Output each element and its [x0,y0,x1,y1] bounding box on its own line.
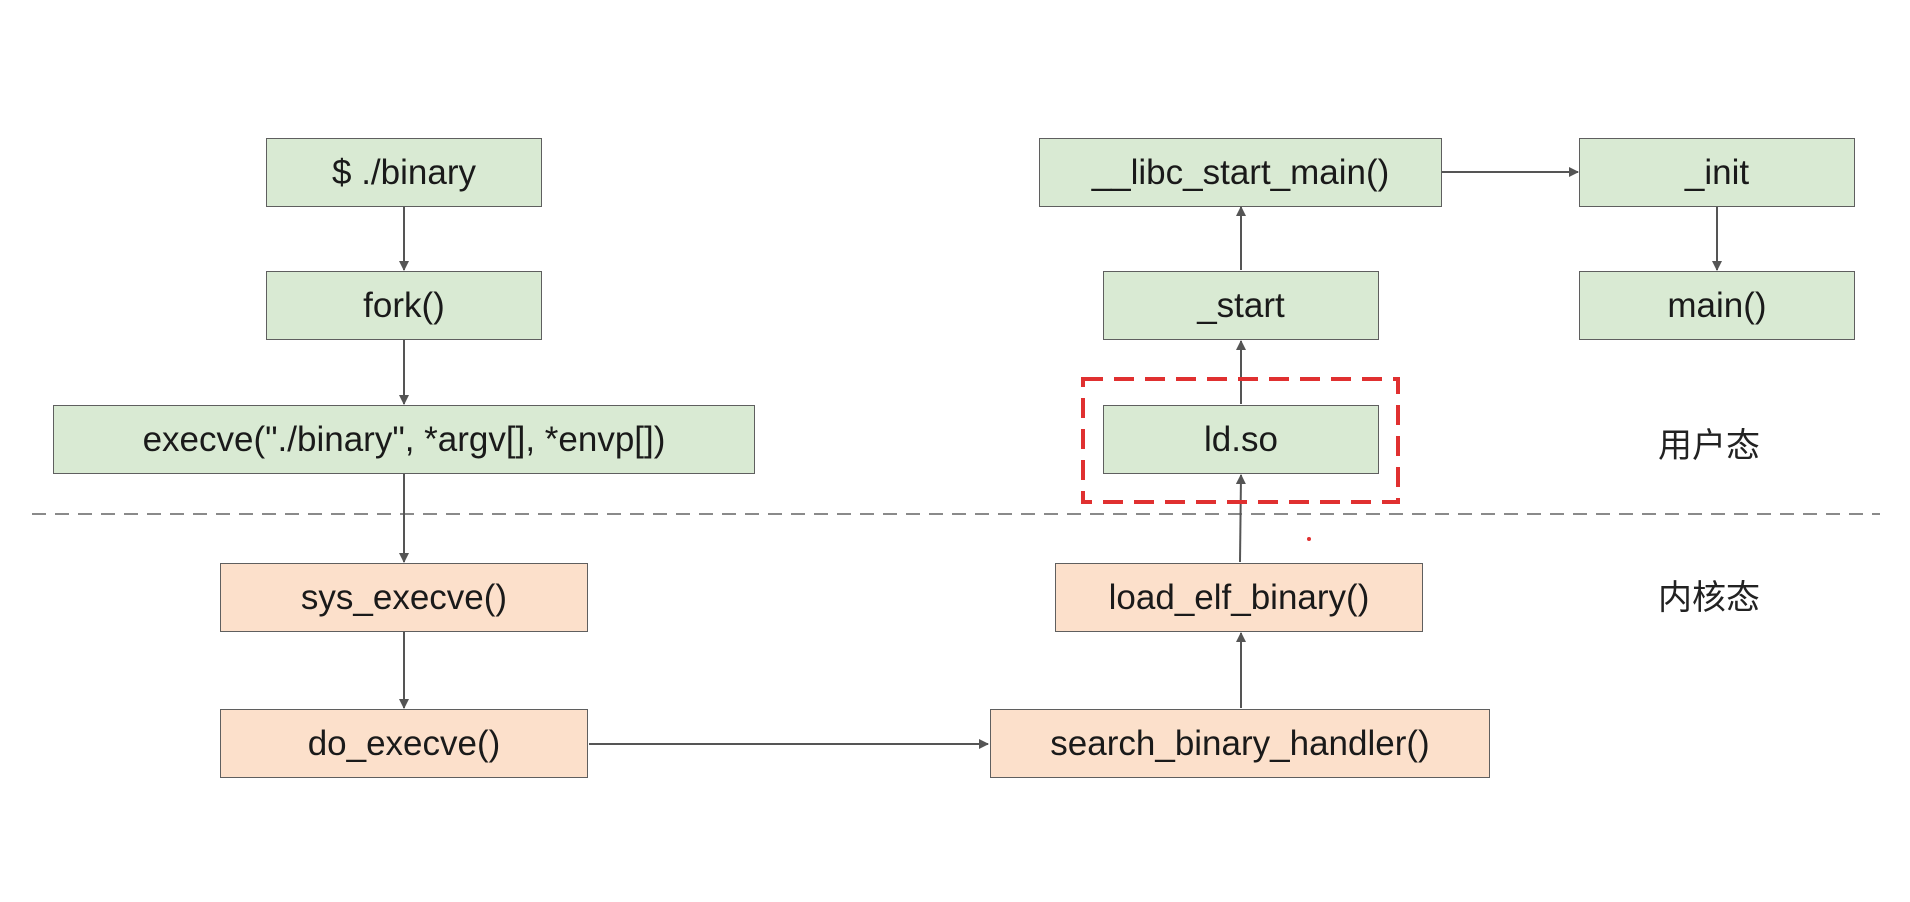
node-libc-start-main: __libc_start_main() [1039,138,1442,207]
node-libc-start-main-label: __libc_start_main() [1091,152,1390,192]
node-sys-execve-label: sys_execve() [300,577,508,617]
label-user-mode: 用户态 [1658,426,1760,466]
arrow-load-elf-to-ld-so [1235,474,1246,563]
label-kernel-mode: 内核态 [1658,578,1760,618]
node-load-elf-binary-label: load_elf_binary() [1108,577,1370,617]
node-search-binary-handler-label: search_binary_handler() [1050,723,1430,763]
node-do-execve-label: do_execve() [307,723,501,763]
node-search-binary-handler: search_binary_handler() [990,709,1490,778]
node-shell-command-label: $ ./binary [332,152,476,192]
ld-so-highlight [1081,377,1400,504]
node-init-label: _init [1684,152,1750,192]
node-start-label: _start [1197,285,1285,325]
node-execve-label: execve("./binary", *argv[], *envp[]) [142,419,666,459]
node-sys-execve: sys_execve() [220,563,588,632]
node-main: main() [1579,271,1855,340]
red-dot [1307,537,1311,541]
node-main-label: main() [1667,285,1767,325]
node-load-elf-binary: load_elf_binary() [1055,563,1423,632]
node-start: _start [1103,271,1379,340]
node-execve: execve("./binary", *argv[], *envp[]) [53,405,755,474]
node-ld-so: ld.so [1103,405,1379,474]
node-init: _init [1579,138,1855,207]
node-shell-command: $ ./binary [266,138,542,207]
node-do-execve: do_execve() [220,709,588,778]
node-ld-so-label: ld.so [1204,419,1278,459]
node-fork-label: fork() [363,285,445,325]
node-fork: fork() [266,271,542,340]
